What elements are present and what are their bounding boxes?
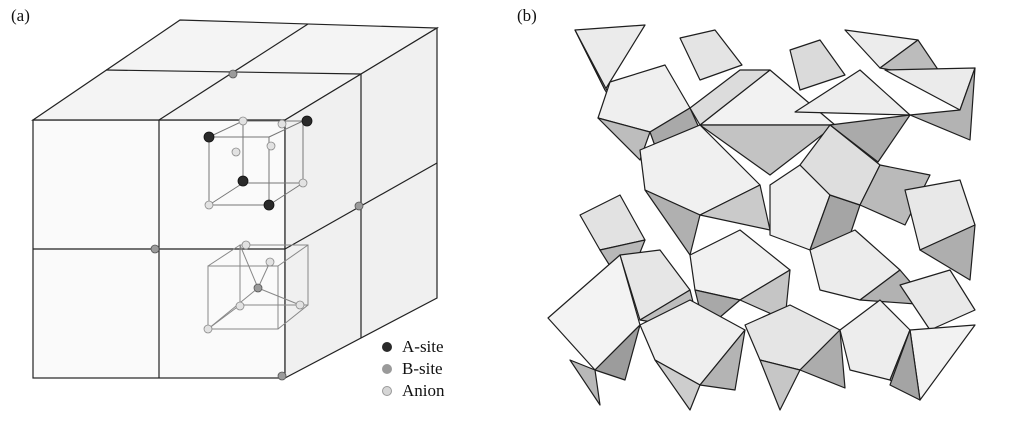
- octahedron: [794, 69, 911, 116]
- inner-unit-cell-lower: [207, 244, 309, 330]
- anion-atom: [266, 141, 276, 151]
- b-site-atom: [228, 69, 238, 79]
- anion-atom: [235, 301, 245, 311]
- panel-label-a: (a): [11, 6, 30, 25]
- anion-atom: [231, 147, 241, 157]
- a-site-atom: [203, 131, 215, 143]
- b-site-atom: [277, 371, 287, 381]
- b-site-atom: [354, 201, 364, 211]
- legend-label: Anion: [402, 381, 445, 400]
- anion-atoms: [203, 116, 308, 334]
- octahedron: [799, 124, 881, 206]
- anion-atom: [295, 300, 305, 310]
- anion-atom: [265, 257, 275, 267]
- legend-item-anion: Anion: [382, 380, 502, 402]
- b-site-atom: [150, 244, 160, 254]
- anion-atom: [277, 119, 287, 129]
- anion-marker-icon: [382, 386, 392, 396]
- a-site-atom: [263, 199, 275, 211]
- legend-label: A-site: [402, 337, 444, 356]
- anion-atom: [204, 200, 214, 210]
- a-site-atoms: [203, 115, 313, 211]
- a-site-atom: [237, 175, 249, 187]
- b-site-atoms: [150, 69, 364, 381]
- a-site-marker-icon: [382, 342, 392, 352]
- octahedra-network: [547, 24, 976, 411]
- inner-unit-cell-upper: [208, 120, 304, 206]
- anion-atom: [203, 324, 213, 334]
- anion-atom: [298, 178, 308, 188]
- legend-item-a-site: A-site: [382, 336, 502, 358]
- legend-item-b-site: B-site: [382, 358, 502, 380]
- anion-atom: [241, 240, 251, 250]
- panel-label-b: (b): [517, 6, 537, 25]
- b-site-atom: [253, 283, 263, 293]
- a-site-atom: [301, 115, 313, 127]
- legend-label: B-site: [402, 359, 443, 378]
- octahedron: [909, 324, 976, 401]
- anion-atom: [238, 116, 248, 126]
- b-site-marker-icon: [382, 364, 392, 374]
- legend: A-site B-site Anion: [382, 336, 502, 402]
